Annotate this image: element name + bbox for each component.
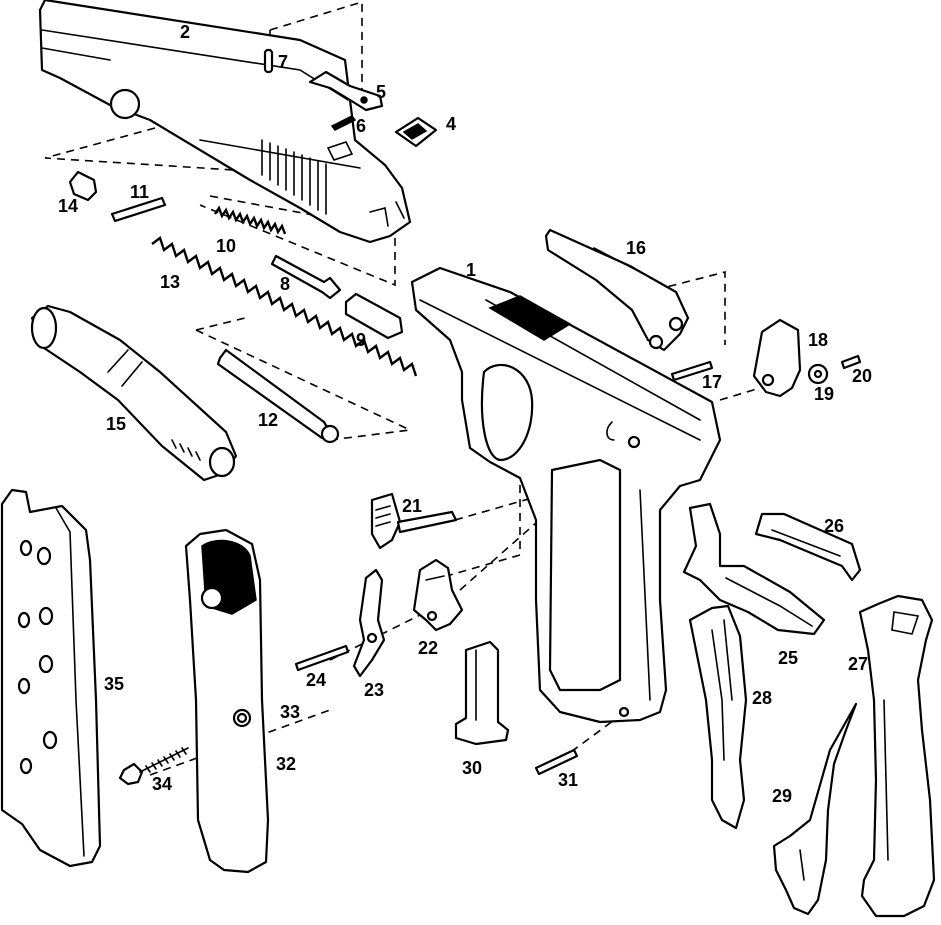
part-extractor xyxy=(308,70,384,112)
callout-16: 16 xyxy=(626,238,646,258)
callout-29: 29 xyxy=(772,786,792,806)
callout-9: 9 xyxy=(356,330,366,350)
part-grip-screw xyxy=(118,747,189,786)
callout-35: 35 xyxy=(104,674,124,694)
callout-33: 33 xyxy=(280,702,300,722)
part-grip-spring xyxy=(688,604,748,830)
part-extractor-pin xyxy=(330,115,357,131)
part-safety xyxy=(370,492,458,550)
callout-4: 4 xyxy=(446,114,456,134)
part-pin-11 xyxy=(110,196,167,223)
part-pin-17 xyxy=(670,360,714,382)
callout-7: 7 xyxy=(278,52,288,72)
part-barrel xyxy=(30,304,238,482)
part-trigger xyxy=(682,502,826,636)
callout-15: 15 xyxy=(106,414,126,434)
callout-11: 11 xyxy=(130,182,149,202)
part-pin-24 xyxy=(294,644,350,672)
callout-21: 21 xyxy=(402,496,422,516)
part-recoil-spring-guide xyxy=(216,348,340,444)
callout-17: 17 xyxy=(702,372,722,392)
callout-1: 1 xyxy=(466,260,476,280)
callout-20: 20 xyxy=(852,366,872,386)
callout-19: 19 xyxy=(814,384,834,404)
part-pin-20 xyxy=(840,354,862,370)
callout-13: 13 xyxy=(160,272,180,292)
part-pin-31 xyxy=(534,748,579,776)
callout-28: 28 xyxy=(752,688,772,708)
callout-27: 27 xyxy=(848,654,868,674)
part-buffer xyxy=(68,170,98,202)
callout-25: 25 xyxy=(778,648,798,668)
callout-26: 26 xyxy=(824,516,844,536)
part-disconnector xyxy=(352,568,386,678)
callout-23: 23 xyxy=(364,680,384,700)
callout-31: 31 xyxy=(558,770,578,790)
part-mainspring-housing xyxy=(858,594,936,918)
part-washer xyxy=(807,363,829,385)
part-spring-clip xyxy=(754,512,862,582)
part-grip-panel xyxy=(184,528,270,874)
callout-14: 14 xyxy=(58,196,78,216)
callout-labels: 1 2 4 5 6 7 8 9 10 11 12 13 14 15 16 17 … xyxy=(58,22,872,806)
part-magazine xyxy=(0,488,102,868)
part-hammer xyxy=(752,318,802,398)
callout-8: 8 xyxy=(280,274,290,294)
callout-30: 30 xyxy=(462,758,482,778)
part-pin-7 xyxy=(263,48,274,74)
callout-32: 32 xyxy=(276,754,296,774)
part-front-sight xyxy=(394,116,438,148)
part-magazine-catch xyxy=(454,640,510,746)
callout-2: 2 xyxy=(180,22,190,42)
callout-6: 6 xyxy=(356,116,366,136)
callout-34: 34 xyxy=(152,774,172,794)
part-frame xyxy=(410,266,722,724)
callout-5: 5 xyxy=(376,82,386,102)
part-firing-pin xyxy=(270,254,342,300)
part-slide xyxy=(38,0,412,244)
callout-12: 12 xyxy=(258,410,278,430)
part-guide-9 xyxy=(344,292,404,340)
part-recoil-spring xyxy=(151,236,418,377)
part-sear xyxy=(412,558,464,632)
part-trigger-bar xyxy=(544,228,690,352)
callout-24: 24 xyxy=(306,670,326,690)
part-small-spring xyxy=(214,205,287,235)
callout-22: 22 xyxy=(418,638,438,658)
callout-18: 18 xyxy=(808,330,828,350)
part-grip-spring-lower xyxy=(772,702,858,916)
callout-10: 10 xyxy=(216,236,236,256)
